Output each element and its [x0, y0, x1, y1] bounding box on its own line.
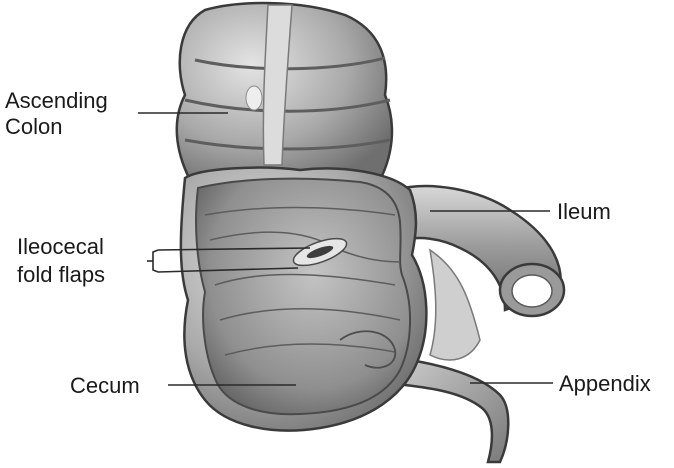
label-ascending-colon-line2: Colon — [5, 114, 62, 139]
appendix-shape — [405, 360, 508, 462]
cecum-shape — [181, 168, 426, 431]
ascending-colon-shape — [177, 3, 392, 180]
label-ileum: Ileum — [557, 199, 611, 224]
label-ascending-colon: Ascending — [5, 88, 108, 113]
label-appendix: Appendix — [559, 371, 651, 396]
label-ileocecal-line2: fold flaps — [17, 262, 105, 287]
label-cecum: Cecum — [70, 373, 140, 398]
label-ileocecal: Ileocecal — [17, 234, 104, 259]
